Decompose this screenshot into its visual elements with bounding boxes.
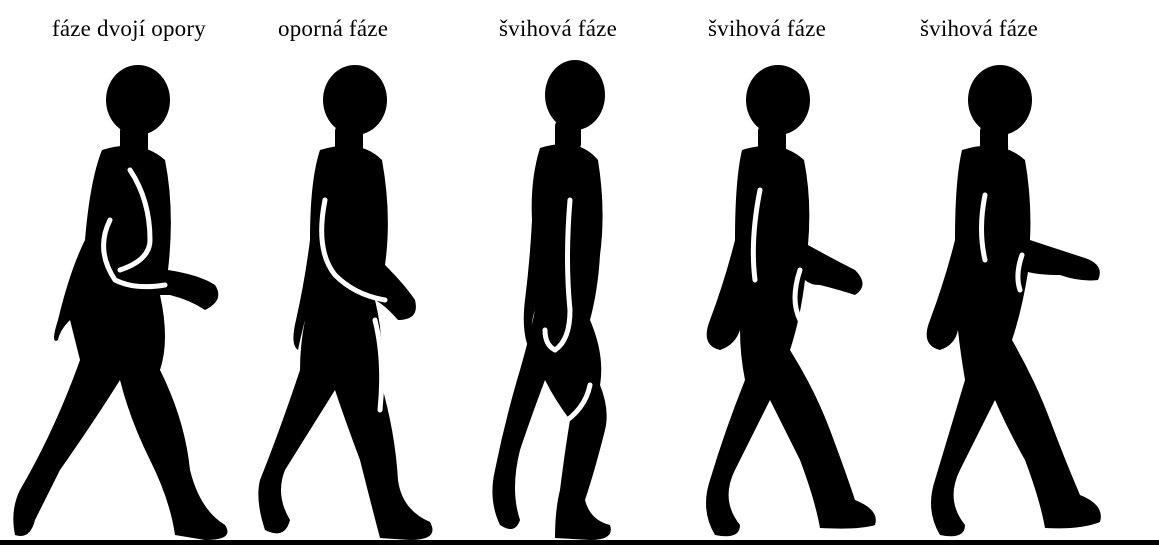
walker-silhouette-3 [492, 60, 610, 540]
walker-silhouette-5 [927, 65, 1101, 536]
walker-silhouette-2 [258, 65, 432, 540]
walker-silhouette-4 [706, 65, 876, 536]
walker-silhouette-1 [13, 65, 227, 540]
ground-line [0, 540, 1159, 545]
